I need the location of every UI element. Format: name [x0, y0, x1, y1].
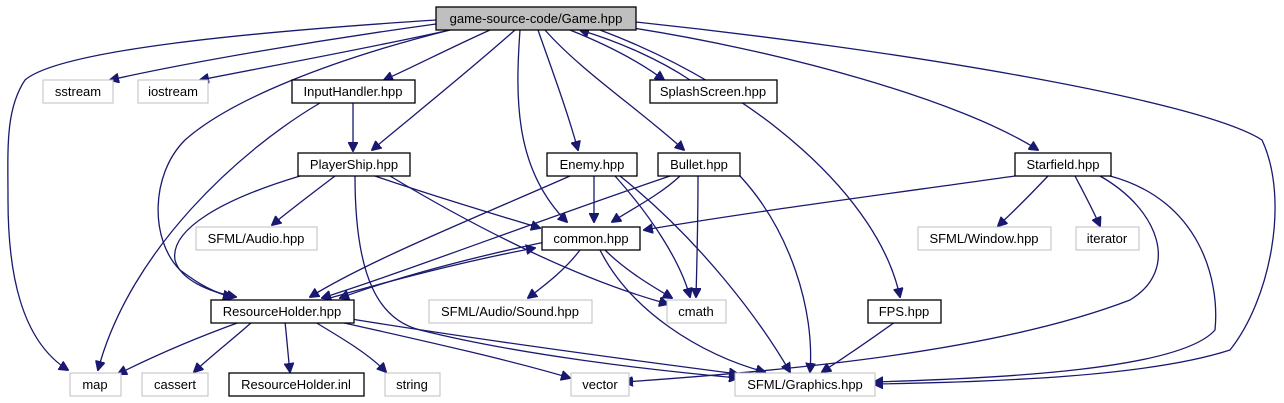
edge-game-to-common [517, 29, 567, 222]
node-sfml-graphics: SFML/Graphics.hpp [734, 372, 876, 397]
node-cmath-label: cmath [678, 304, 713, 319]
edge-game-to-enemy [537, 29, 578, 150]
edge-bullet-to-cmath [696, 175, 698, 297]
edge-resourceholder-to-vector [339, 321, 570, 378]
node-string: string [384, 372, 441, 397]
nodes: game-source-code/Game.hpp sstream iostre… [42, 6, 1140, 397]
edge-resourceholder-to-cassert [194, 321, 253, 372]
node-sfml-graphics-label: SFML/Graphics.hpp [747, 377, 863, 392]
node-inputhandler-label: InputHandler.hpp [303, 84, 402, 99]
edge-game-to-fps [599, 29, 900, 297]
node-sfml-audio: SFML/Audio.hpp [195, 226, 318, 251]
node-sfml-window-label: SFML/Window.hpp [929, 231, 1038, 246]
node-game[interactable]: game-source-code/Game.hpp [435, 6, 637, 31]
edge-starfield-to-common [644, 175, 1016, 230]
edge-common-to-sfml-graphics [599, 249, 765, 372]
node-map-label: map [82, 377, 107, 392]
node-splashscreen[interactable]: SplashScreen.hpp [649, 79, 778, 104]
edge-game-to-sstream [110, 23, 437, 80]
edges [7, 19, 1276, 384]
edge-starfield-to-sfml-graphics [874, 175, 1217, 382]
edge-common-to-cmath [604, 249, 672, 298]
node-iostream-label: iostream [148, 84, 198, 99]
node-game-label: game-source-code/Game.hpp [450, 11, 623, 26]
node-inputhandler[interactable]: InputHandler.hpp [291, 79, 416, 104]
edge-game-to-inputhandler [384, 29, 491, 80]
node-iterator-label: iterator [1087, 231, 1128, 246]
node-sstream: sstream [42, 79, 114, 104]
edge-game-to-starfield [619, 25, 1038, 150]
edge-playership-to-sfml-graphics [354, 175, 738, 378]
node-vector: vector [570, 372, 630, 397]
node-iterator: iterator [1075, 226, 1140, 251]
edge-game-to-resourceholder [157, 29, 451, 297]
edge-resourceholder-to-inl [285, 321, 290, 372]
node-cassert: cassert [141, 372, 209, 397]
edge-enemy-to-cmath [614, 175, 690, 297]
node-starfield-label: Starfield.hpp [1027, 157, 1100, 172]
edge-resourceholder-to-map [118, 321, 241, 374]
edge-inputhandler-to-map [98, 102, 321, 370]
edge-game-to-map [7, 19, 437, 370]
node-bullet[interactable]: Bullet.hpp [657, 152, 741, 177]
edge-game-to-playership [372, 29, 516, 150]
edge-playership-to-sfml-audio [272, 175, 336, 225]
node-map: map [69, 372, 122, 397]
node-common[interactable]: common.hpp [541, 226, 641, 251]
node-fps[interactable]: FPS.hpp [867, 299, 942, 324]
edge-starfield-to-vector [624, 175, 1159, 382]
edge-fps-to-sfml-graphics [822, 321, 896, 372]
node-enemy-label: Enemy.hpp [560, 157, 625, 172]
node-enemy[interactable]: Enemy.hpp [546, 152, 638, 177]
node-splashscreen-label: SplashScreen.hpp [660, 84, 766, 99]
edge-game-to-iostream [200, 29, 451, 80]
edge-game-to-sfml-graphics [635, 21, 1276, 384]
node-resourceholder-inl-label: ResourceHolder.inl [241, 377, 351, 392]
node-playership[interactable]: PlayerShip.hpp [297, 152, 411, 177]
edge-common-to-resourceholder [340, 241, 546, 298]
node-iostream: iostream [137, 79, 209, 104]
edge-playership-to-resourceholder [174, 175, 301, 297]
edge-bullet-to-resourceholder [322, 175, 671, 298]
node-vector-label: vector [582, 377, 618, 392]
node-sfml-window: SFML/Window.hpp [917, 226, 1052, 251]
edge-resourceholder-to-sfml-graphics [344, 317, 738, 374]
node-cassert-label: cassert [154, 377, 196, 392]
edge-playership-to-common [374, 175, 540, 228]
edge-resourceholder-to-string [314, 321, 386, 372]
edge-splashscreen-to-game [580, 30, 691, 81]
edge-starfield-to-iterator [1074, 175, 1100, 226]
node-string-label: string [396, 377, 428, 392]
edge-game-to-splashscreen [569, 29, 664, 80]
edge-enemy-to-resourceholder [310, 175, 571, 297]
edge-enemy-to-sfml-graphics [619, 175, 790, 372]
node-resourceholder-inl[interactable]: ResourceHolder.inl [228, 372, 365, 397]
node-resourceholder[interactable]: ResourceHolder.hpp [210, 299, 355, 324]
edge-starfield-to-sfml-window [998, 175, 1049, 226]
node-sstream-label: sstream [55, 84, 101, 99]
node-fps-label: FPS.hpp [879, 304, 930, 319]
edge-game-to-bullet [544, 29, 684, 150]
edge-resourceholder-to-common [329, 248, 535, 299]
node-sfml-audio-sound: SFML/Audio/Sound.hpp [428, 299, 593, 324]
edge-bullet-to-common [612, 175, 681, 222]
edge-common-to-sfml-audio-sound [528, 249, 581, 298]
node-starfield[interactable]: Starfield.hpp [1014, 152, 1112, 177]
edge-bullet-to-sfml-graphics [739, 175, 811, 372]
node-sfml-audio-sound-label: SFML/Audio/Sound.hpp [441, 304, 579, 319]
node-resourceholder-label: ResourceHolder.hpp [223, 304, 342, 319]
node-playership-label: PlayerShip.hpp [310, 157, 398, 172]
node-bullet-label: Bullet.hpp [670, 157, 728, 172]
node-sfml-audio-label: SFML/Audio.hpp [208, 231, 305, 246]
node-common-label: common.hpp [553, 231, 628, 246]
node-cmath: cmath [666, 299, 727, 324]
